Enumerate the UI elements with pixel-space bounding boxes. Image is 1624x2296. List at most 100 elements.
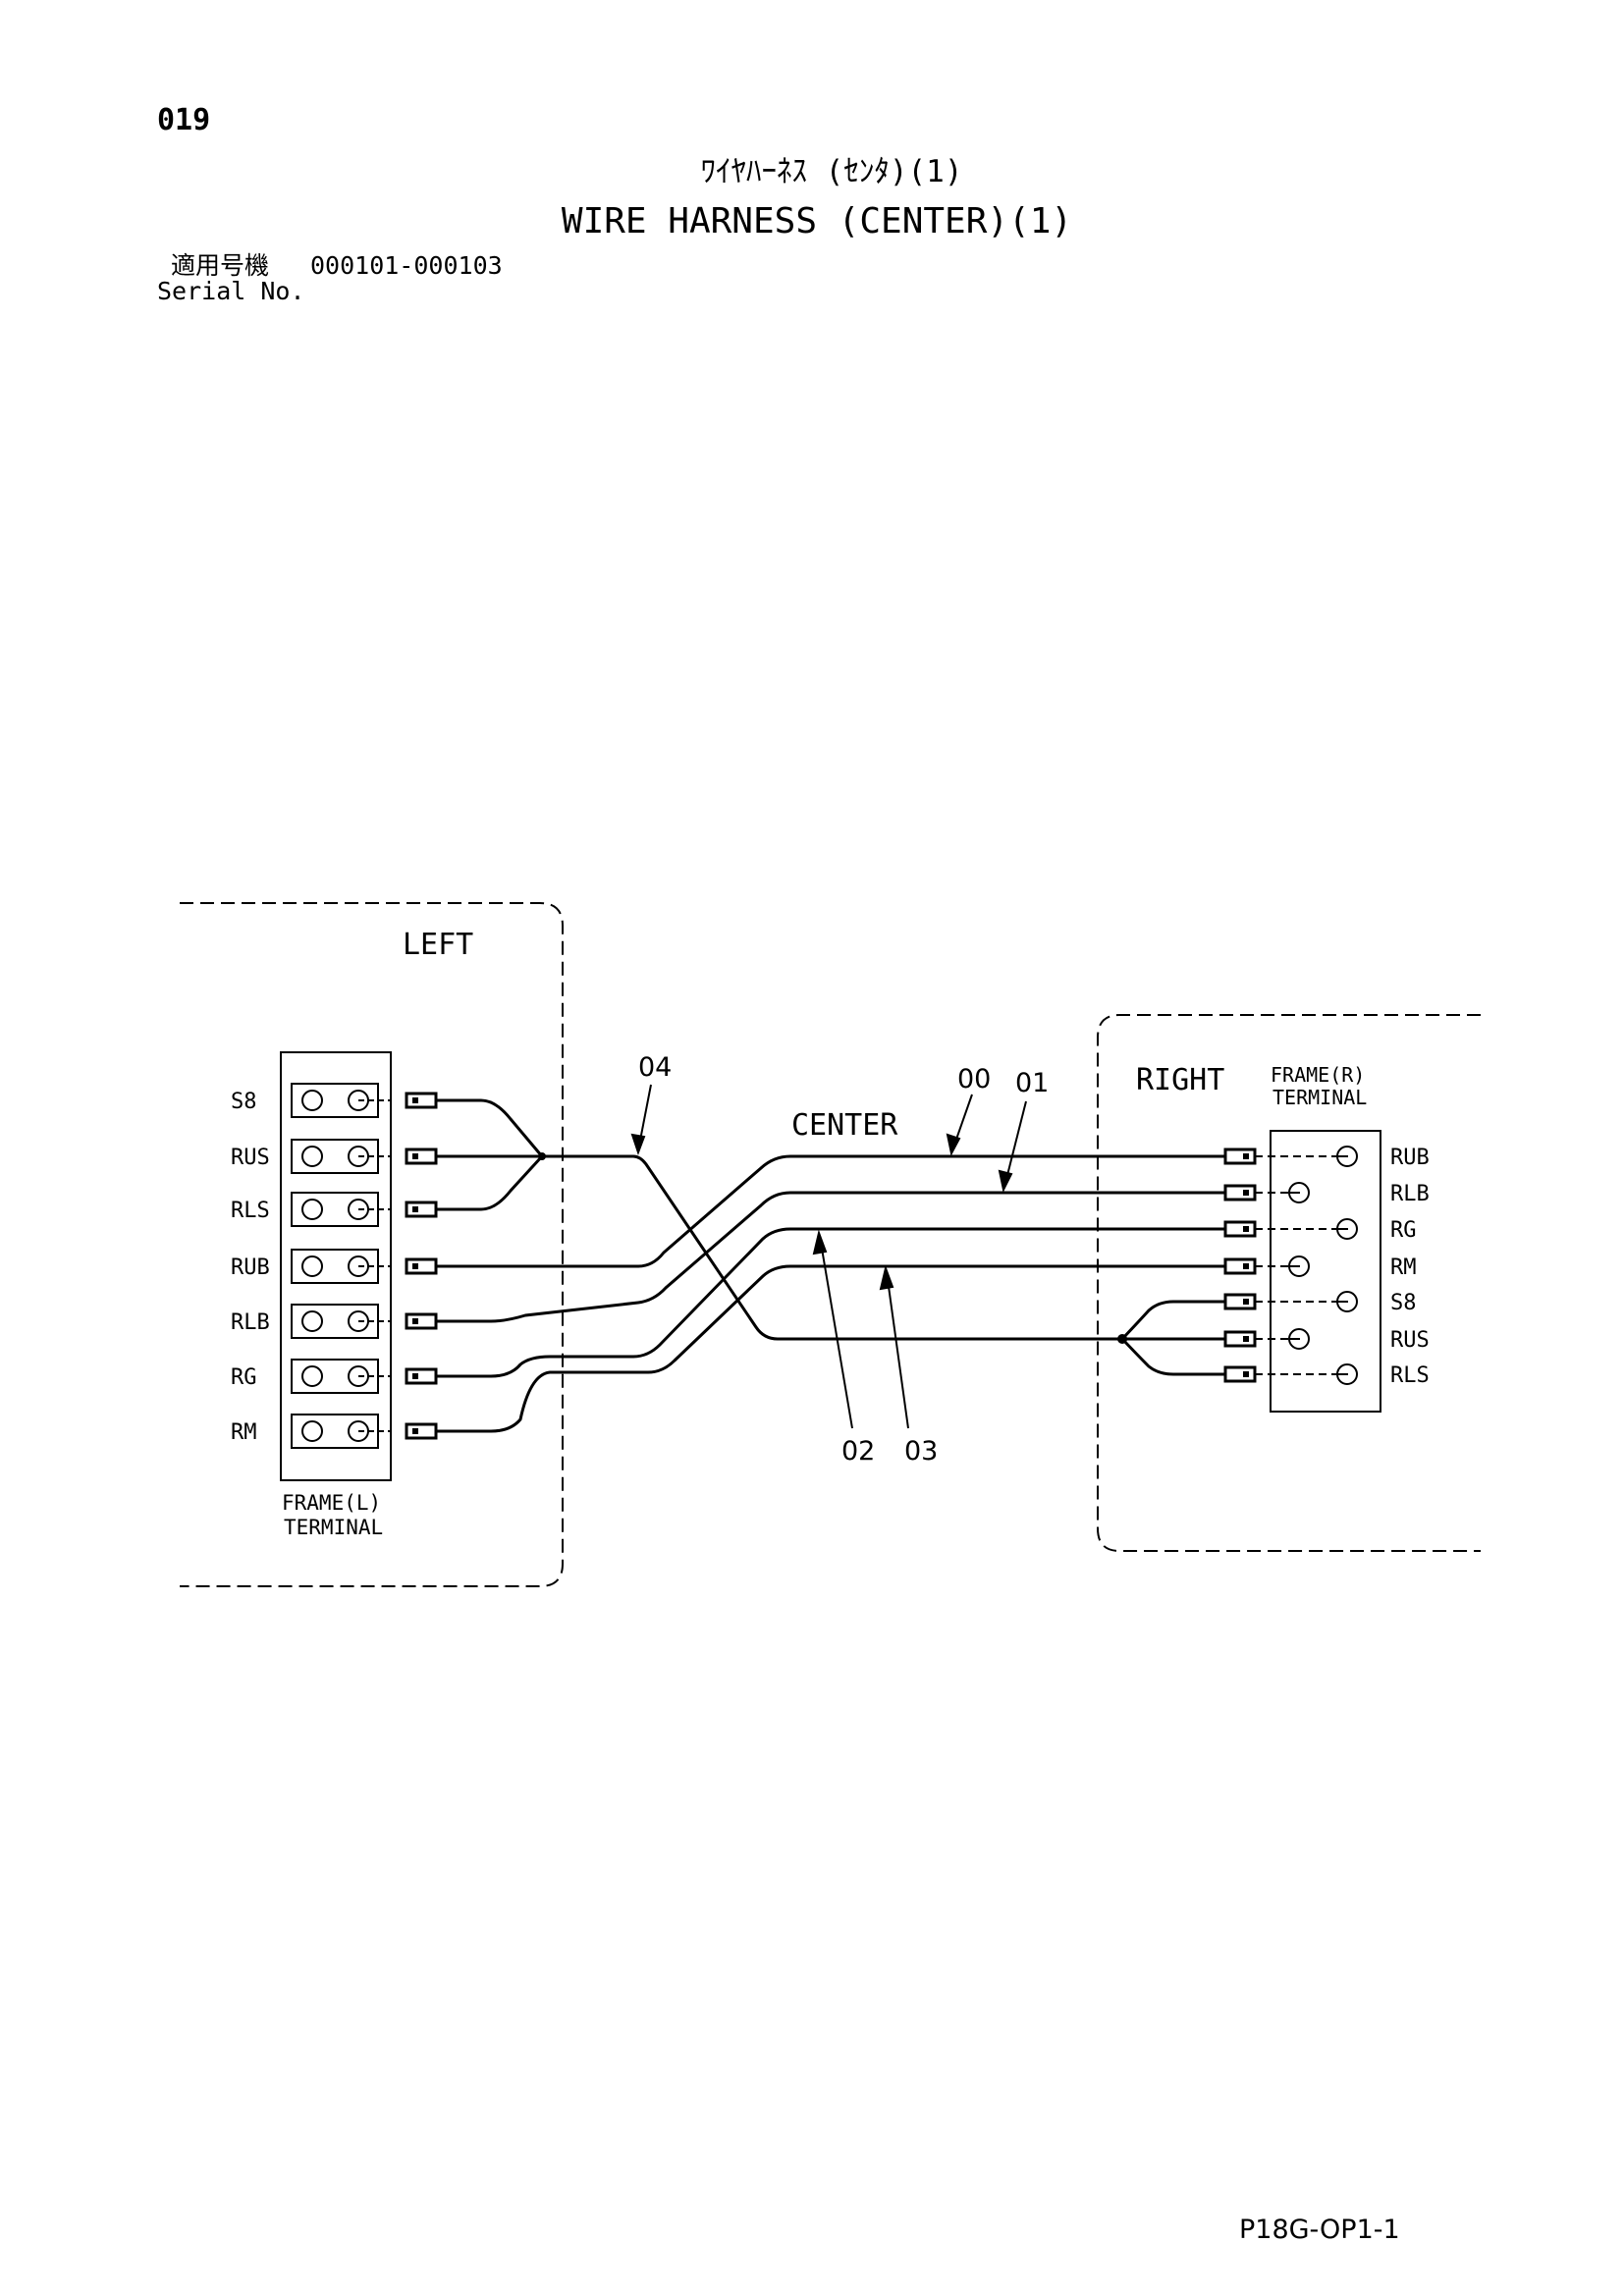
callout-03-arrowhead [879,1264,894,1291]
serial-label-japanese: 適用号機 [171,251,270,280]
title-english: WIRE HARNESS (CENTER)(1) [561,201,1073,241]
left-terminal-cell-rg [291,1359,438,1394]
callout-00-arrowhead [946,1133,961,1156]
left-region-label: LEFT [403,928,473,962]
cell-frame [291,1304,379,1339]
connector-pin [1243,1299,1249,1305]
connector-pin [1243,1263,1249,1269]
connector-pin [1243,1336,1249,1342]
callout-02-arrowhead [812,1229,828,1255]
terminal-hole-icon [301,1255,323,1277]
callout-04-label: 04 [638,1052,672,1083]
right-terminal-cell-rus [1223,1328,1310,1350]
right-terminal-cell-rg [1223,1218,1358,1240]
connector-pin [412,1373,418,1379]
left-terminal-label: RLS [231,1199,270,1223]
left-terminal-cell-rls [291,1192,438,1227]
connector-pin [412,1097,418,1103]
left-terminal-label: RG [231,1365,257,1390]
connector-plug-icon [1223,1220,1257,1238]
connector-plug-icon [1223,1293,1257,1310]
callout-02-leader [819,1236,853,1429]
terminal-hole-icon [301,1146,323,1167]
connector-pin [1243,1153,1249,1159]
connector-pin [412,1153,418,1159]
right-region-label: RIGHT [1136,1063,1224,1097]
left-terminal-cell-rus [291,1139,438,1174]
callout-03-label: 03 [904,1436,938,1467]
right-terminal-label: RUS [1390,1328,1430,1353]
wire-04-rls-branch [436,1154,544,1211]
right-splice-node [1117,1334,1127,1344]
serial-label-english: Serial No. [157,277,305,305]
connector-plug-icon [405,1367,438,1385]
right-terminal-label: S8 [1390,1291,1417,1315]
right-terminal-cell-s8 [1223,1291,1358,1312]
terminal-hole-icon [301,1420,323,1442]
right-terminal-label-line2: TERMINAL [1272,1086,1367,1109]
left-terminal-cell-rub [291,1249,438,1284]
callout-03-leader [886,1271,909,1429]
right-terminal-label: RLS [1390,1363,1430,1388]
wire-00 [436,1154,1225,1268]
connector-plug-icon [405,1257,438,1275]
terminal-hole-icon [301,1199,323,1220]
connector-pin [412,1263,418,1269]
wire-04-s8-branch [436,1098,544,1157]
right-terminal-cell-rls [1223,1363,1358,1385]
cell-frame [291,1192,379,1227]
cell-frame [291,1139,379,1174]
terminal-hole-icon [301,1090,323,1111]
right-region-boundary [1097,1014,1481,1552]
left-terminal-label: S8 [231,1090,257,1114]
center-label: CENTER [791,1108,898,1143]
right-terminal-cell-rlb [1223,1182,1310,1203]
right-terminal-cell-rub [1223,1146,1358,1167]
left-splice-node [538,1152,546,1160]
left-terminal-cell-rlb [291,1304,438,1339]
callout-01-arrowhead [998,1169,1013,1194]
left-terminal-label-line1: FRAME(L) [282,1491,381,1515]
callout-01-label: 01 [1015,1068,1049,1098]
left-terminal-label: RUB [231,1255,270,1280]
connector-plug-icon [405,1201,438,1218]
right-terminal-label-line1: FRAME(R) [1271,1063,1365,1087]
connector-plug-icon [1223,1257,1257,1275]
connector-pin [1243,1190,1249,1196]
right-terminal-cell-rm [1223,1255,1310,1277]
wire-04 [436,1154,1122,1341]
left-region-boundary [180,902,564,1587]
page-number: 019 [157,103,211,137]
left-terminal-label: RUS [231,1146,270,1170]
connector-pin [412,1428,418,1434]
connector-plug-icon [1223,1148,1257,1165]
left-terminal-cell-rm [291,1414,438,1449]
connector-pin [412,1318,418,1324]
connector-plug-icon [1223,1365,1257,1383]
terminal-hole-icon [301,1365,323,1387]
left-terminal-cell-s8 [291,1083,438,1118]
cell-frame [291,1414,379,1449]
connector-pin [1243,1226,1249,1232]
connector-pin [1243,1371,1249,1377]
wire-01 [436,1191,1225,1323]
wire-03 [436,1264,1225,1433]
left-terminal-label: RLB [231,1310,270,1335]
connector-plug-icon [1223,1330,1257,1348]
serial-range: 000101-000103 [310,251,503,280]
connector-plug-icon [405,1148,438,1165]
right-terminal-label: RUB [1390,1146,1430,1170]
wire-04-right-rls-branch [1120,1337,1225,1376]
connector-plug-icon [1223,1184,1257,1201]
terminal-hole-icon [301,1310,323,1332]
footer-code: P18G-OP1-1 [1239,2215,1400,2245]
wire-04-right-s8-branch [1120,1300,1225,1341]
left-terminal-label-line2: TERMINAL [284,1516,383,1539]
right-terminal-label: RLB [1390,1182,1430,1206]
wire-02 [436,1227,1225,1378]
right-terminal-label: RG [1390,1218,1417,1243]
right-terminal-block [1270,1130,1381,1413]
cell-frame [291,1083,379,1118]
connector-plug-icon [405,1422,438,1440]
callout-04-arrowhead [630,1133,646,1155]
